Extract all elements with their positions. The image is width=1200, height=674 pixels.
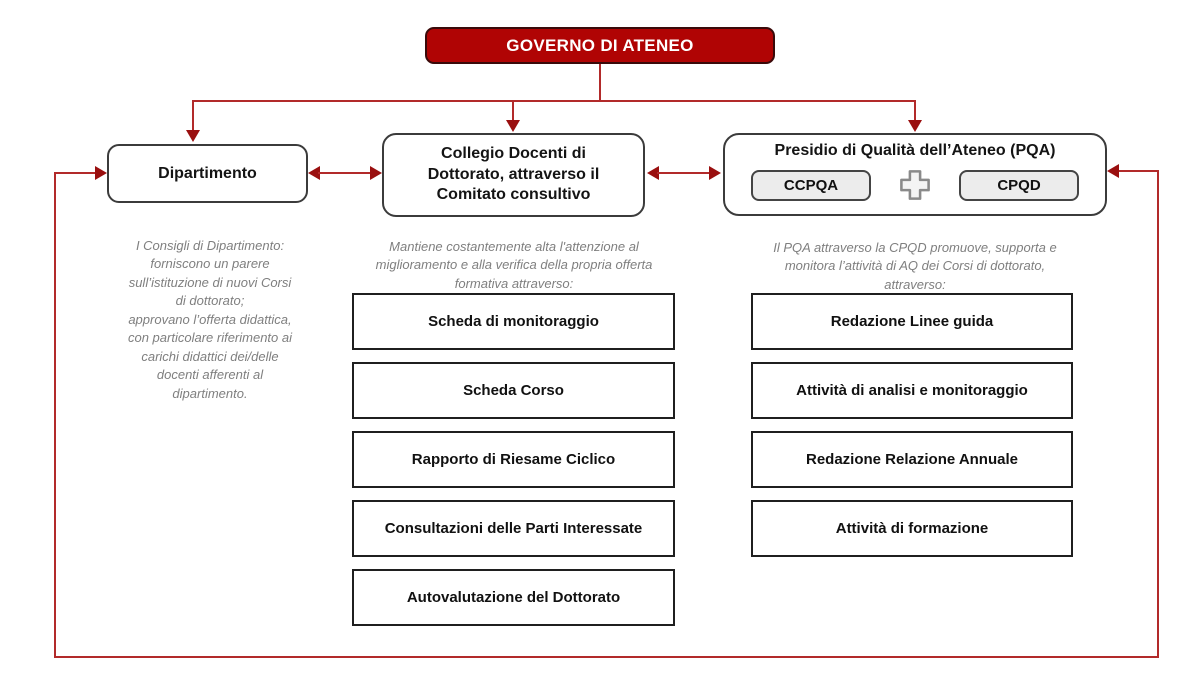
connector-loop-left-feed bbox=[54, 172, 97, 174]
connector-loop-right-vertical bbox=[1157, 170, 1159, 658]
arrow-down-icon bbox=[506, 120, 520, 132]
cpqd-label: CPQD bbox=[997, 176, 1041, 194]
dipartimento-title: Dipartimento bbox=[158, 164, 257, 182]
connector-dip-collegio bbox=[318, 172, 372, 174]
connector-drop-pqa bbox=[914, 100, 916, 122]
governo-label: GOVERNO DI ATENEO bbox=[506, 35, 694, 55]
list-item: Autovalutazione del Dottorato bbox=[352, 569, 675, 626]
connector-loop-right-feed bbox=[1117, 170, 1158, 172]
collegio-docenti-box: Collegio Docenti di Dottorato, attravers… bbox=[382, 133, 645, 217]
list-item: Consultazioni delle Parti Interessate bbox=[352, 500, 675, 557]
list-item-label: Attività di formazione bbox=[835, 520, 989, 537]
connector-root-stem bbox=[599, 63, 601, 101]
pqa-description: Il PQA attraverso la CPQD promuove, supp… bbox=[773, 240, 1057, 292]
connector-drop-collegio bbox=[512, 100, 514, 122]
list-item: Attività di analisi e monitoraggio bbox=[751, 362, 1073, 419]
list-item-label: Redazione Relazione Annuale bbox=[806, 451, 1018, 468]
arrow-down-icon bbox=[908, 120, 922, 132]
arrow-left-icon bbox=[308, 166, 320, 180]
list-item: Scheda di monitoraggio bbox=[352, 293, 675, 350]
collegio-title: Collegio Docenti di Dottorato, attravers… bbox=[427, 144, 600, 204]
pqa-title: Presidio di Qualità dell’Ateneo (PQA) bbox=[774, 142, 1056, 159]
ccpqa-label: CCPQA bbox=[783, 176, 839, 194]
list-item: Scheda Corso bbox=[352, 362, 675, 419]
plus-icon bbox=[897, 167, 933, 203]
arrow-down-icon bbox=[186, 130, 200, 142]
connector-loop-left-vertical bbox=[54, 172, 56, 658]
dipartimento-description: I Consigli di Dipartimento: forniscono u… bbox=[127, 238, 293, 401]
pqa-box: Presidio di Qualità dell’Ateneo (PQA) CC… bbox=[723, 133, 1107, 216]
arrow-right-icon bbox=[709, 166, 721, 180]
arrow-right-icon bbox=[95, 166, 107, 180]
arrow-left-icon bbox=[647, 166, 659, 180]
governo-di-ateneo-box: GOVERNO DI ATENEO bbox=[425, 27, 775, 64]
list-item: Attività di formazione bbox=[751, 500, 1073, 557]
ccpqa-box: CCPQA bbox=[751, 169, 871, 201]
list-item-label: Attività di analisi e monitoraggio bbox=[796, 382, 1028, 399]
list-item-label: Rapporto di Riesame Ciclico bbox=[411, 451, 616, 468]
collegio-description: Mantiene costantemente alta l'attenzione… bbox=[375, 239, 653, 291]
cpqd-box: CPQD bbox=[959, 169, 1079, 201]
list-item: Rapporto di Riesame Ciclico bbox=[352, 431, 675, 488]
list-item-label: Scheda di monitoraggio bbox=[428, 313, 599, 330]
arrow-left-icon bbox=[1107, 164, 1119, 178]
connector-collegio-pqa bbox=[657, 172, 711, 174]
list-item: Redazione Linee guida bbox=[751, 293, 1073, 350]
list-item-label: Scheda Corso bbox=[463, 382, 564, 399]
dipartimento-box: Dipartimento bbox=[107, 144, 308, 203]
connector-loop-bottom bbox=[54, 656, 1159, 658]
pqa-subboxes-row: CCPQA CPQD bbox=[725, 160, 1105, 203]
list-item-label: Autovalutazione del Dottorato bbox=[406, 589, 621, 606]
connector-top-rail bbox=[192, 100, 916, 102]
connector-drop-dipartimento bbox=[192, 100, 194, 132]
arrow-right-icon bbox=[370, 166, 382, 180]
list-item-label: Redazione Linee guida bbox=[830, 313, 994, 330]
list-item-label: Consultazioni delle Parti Interessate bbox=[384, 520, 643, 537]
list-item: Redazione Relazione Annuale bbox=[751, 431, 1073, 488]
